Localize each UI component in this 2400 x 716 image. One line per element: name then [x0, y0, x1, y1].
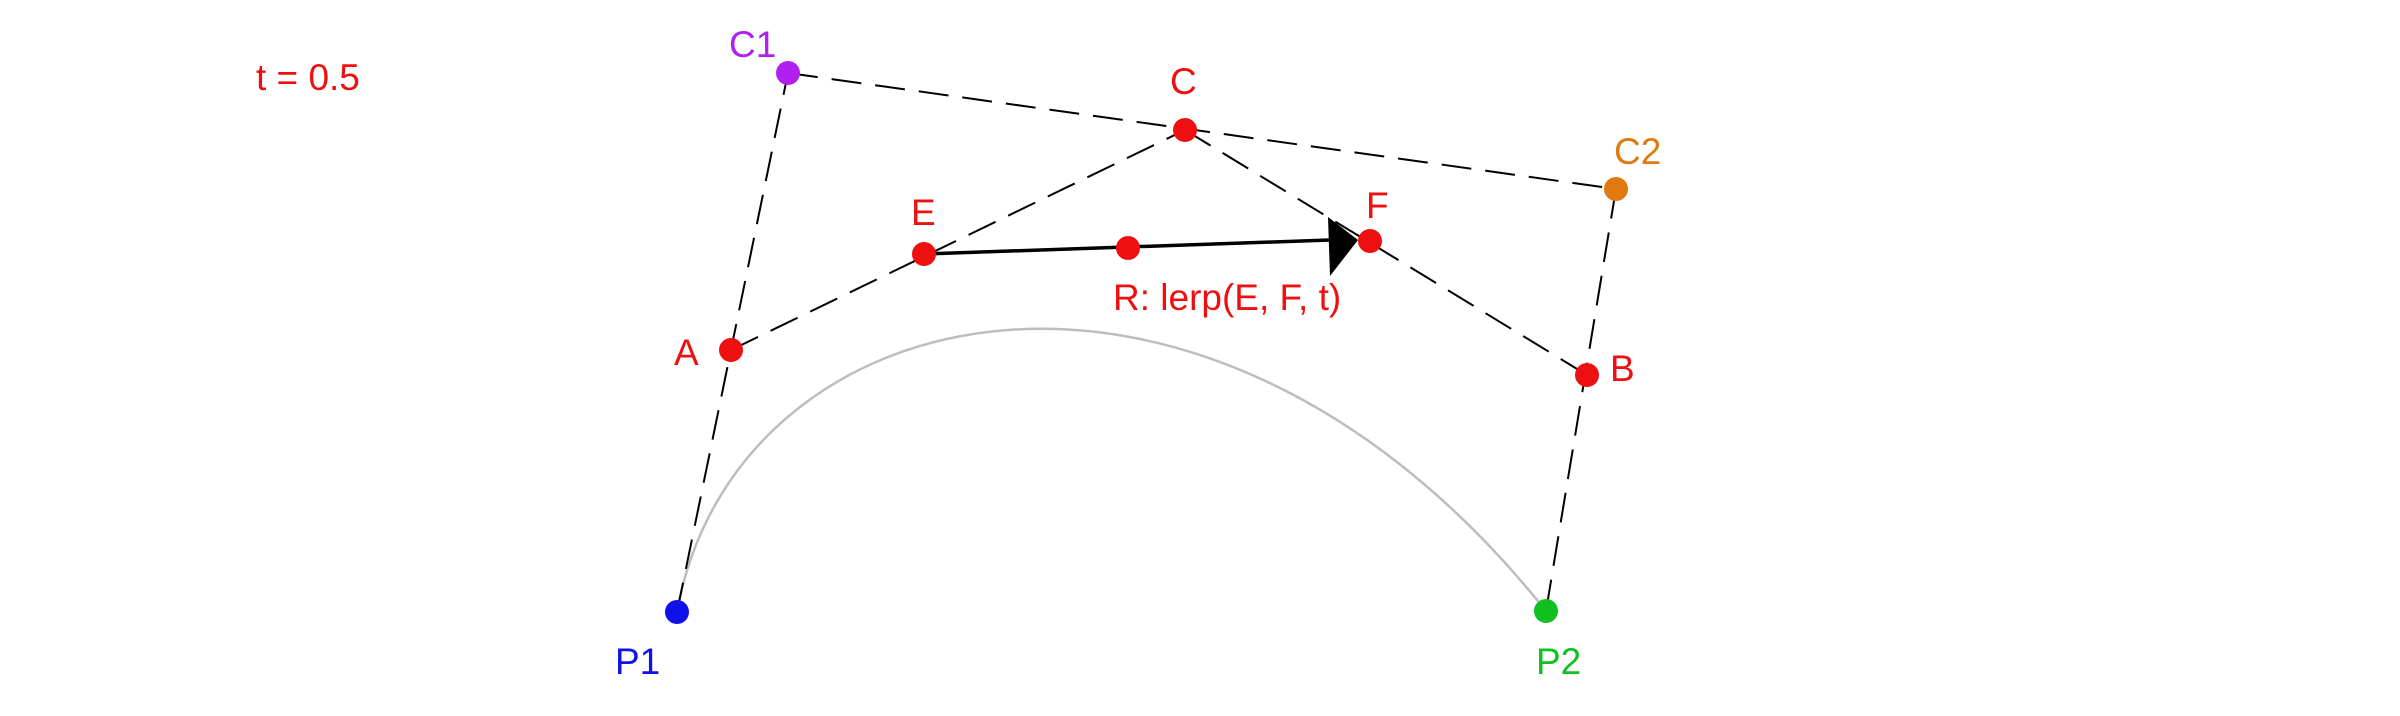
line-a-c [730, 129, 1186, 351]
line-c-b [1184, 129, 1588, 376]
point-r [1116, 236, 1140, 260]
label-e: E [911, 192, 936, 233]
point-a [719, 338, 743, 362]
label-p2: P2 [1536, 641, 1581, 682]
point-c1 [776, 61, 800, 85]
arrow-head [1328, 217, 1358, 276]
line-c2-p2 [1545, 188, 1617, 612]
point-e [912, 242, 936, 266]
label-c: C [1170, 61, 1197, 102]
label-b: B [1610, 348, 1635, 389]
point-c [1173, 118, 1197, 142]
point-p1 [665, 600, 689, 624]
point-p2 [1534, 599, 1558, 623]
label-c2: C2 [1614, 131, 1661, 172]
label-c1: C1 [729, 24, 776, 65]
label-f: F [1366, 185, 1389, 226]
bezier-curve [675, 327, 1547, 613]
point-f [1358, 229, 1382, 253]
label-r: R: lerp(E, F, t) [1113, 277, 1341, 318]
point-b [1575, 363, 1599, 387]
points [665, 61, 1628, 624]
label-p1: P1 [615, 641, 660, 682]
label-a: A [674, 332, 699, 373]
line-c1-c2 [787, 72, 1617, 190]
labels: t = 0.5 C1 C C2 E F R: lerp(E, F, t) A B… [256, 24, 1661, 682]
point-c2 [1604, 177, 1628, 201]
parameter-label: t = 0.5 [256, 57, 360, 98]
